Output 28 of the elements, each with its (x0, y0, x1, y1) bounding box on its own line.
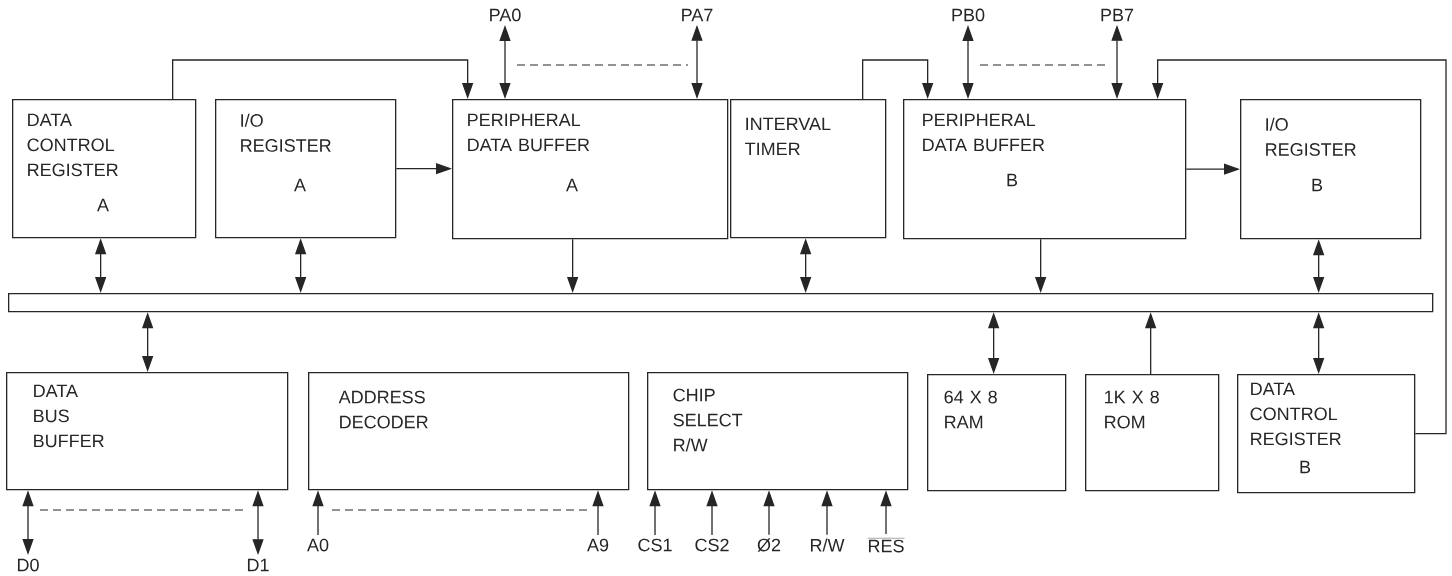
pin-label: D1 (247, 558, 269, 572)
pin-label: R/W (811, 538, 845, 552)
pin-label: PB7 (1101, 8, 1134, 22)
block-box: ADDRESS DECODER (308, 372, 630, 491)
block-box: PERIPHERAL DATA BUFFER A (452, 99, 729, 240)
block-box: INTERVAL TIMER (730, 99, 887, 239)
block-box: PERIPHERAL DATA BUFFER B (903, 99, 1187, 240)
pin-label: PB0 (952, 8, 985, 22)
pin-label: Ø2 (757, 538, 781, 552)
pin-label: PA7 (682, 8, 713, 22)
pin-label: A9 (587, 538, 609, 552)
block-box: DATA CONTROL REGISTER A (12, 99, 197, 239)
arrow (862, 59, 934, 100)
pin-label: PA0 (490, 8, 521, 22)
arrow (172, 59, 474, 100)
block-box: I/O REGISTER A (215, 99, 397, 239)
pin-label: CS2 (695, 538, 729, 552)
bus-bar (8, 293, 1434, 313)
block-box: I/O REGISTER B (1240, 99, 1422, 240)
pin-label: A0 (307, 538, 329, 552)
block-box: 1K X 8 ROM (1085, 374, 1220, 492)
pin-label: CS1 (638, 538, 672, 552)
block-box: DATA BUS BUFFER (6, 372, 289, 491)
block-box: DATA CONTROL REGISTER B (1237, 374, 1416, 494)
block-box: CHIP SELECT R/W (647, 372, 909, 491)
pin-label: D0 (17, 558, 39, 572)
pin-label: RES (867, 538, 905, 553)
block-box: 64 X 8 RAM (927, 374, 1067, 492)
